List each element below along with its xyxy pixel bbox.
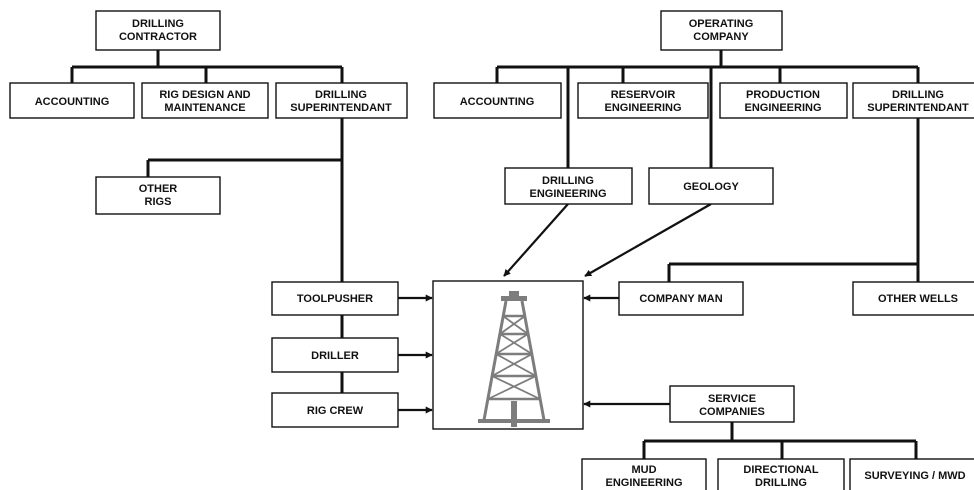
arrow-drilling-engineering-to-rig xyxy=(503,203,569,277)
svg-text:RIG CREW: RIG CREW xyxy=(307,405,364,417)
box-operating-company: OPERATING COMPANY xyxy=(660,10,783,51)
box-reservoir-engineering: RESERVOIR ENGINEERING xyxy=(577,82,709,119)
svg-text:OTHER: OTHER xyxy=(139,183,178,195)
svg-text:DRILLING: DRILLING xyxy=(542,175,594,187)
box-surveying-mwd: SURVEYING / MWD xyxy=(849,458,974,490)
svg-text:ENGINEERING: ENGINEERING xyxy=(529,188,606,200)
svg-text:OPERATING: OPERATING xyxy=(689,18,754,30)
box-toolpusher: TOOLPUSHER xyxy=(271,281,399,316)
box-company-man: COMPANY MAN xyxy=(618,281,744,316)
svg-text:DRILLER: DRILLER xyxy=(311,350,359,362)
connector-lines xyxy=(70,50,920,459)
box-rig-design-maintenance: RIG DESIGN AND MAINTENANCE xyxy=(141,82,269,119)
arrow-geology-to-rig xyxy=(584,203,712,277)
svg-text:ENGINEERING: ENGINEERING xyxy=(605,477,682,489)
svg-text:DRILLING: DRILLING xyxy=(315,89,367,101)
svg-text:RIG DESIGN AND: RIG DESIGN AND xyxy=(159,89,250,101)
svg-text:ENGINEERING: ENGINEERING xyxy=(744,102,821,114)
svg-text:RIGS: RIGS xyxy=(145,196,172,208)
svg-text:PRODUCTION: PRODUCTION xyxy=(746,89,820,101)
svg-text:ENGINEERING: ENGINEERING xyxy=(604,102,681,114)
svg-text:CONTRACTOR: CONTRACTOR xyxy=(119,31,197,43)
box-contractor-accounting: ACCOUNTING xyxy=(9,82,135,119)
drilling-rig-box xyxy=(432,280,584,430)
svg-text:DRILLING: DRILLING xyxy=(132,18,184,30)
box-drilling-engineering: DRILLING ENGINEERING xyxy=(504,167,633,205)
box-driller: DRILLER xyxy=(271,337,399,373)
svg-text:GEOLOGY: GEOLOGY xyxy=(683,181,739,193)
box-production-engineering: PRODUCTION ENGINEERING xyxy=(719,82,848,119)
box-other-wells: OTHER WELLS xyxy=(852,281,974,316)
svg-text:ACCOUNTING: ACCOUNTING xyxy=(35,96,110,108)
svg-text:TOOLPUSHER: TOOLPUSHER xyxy=(297,293,373,305)
svg-text:DIRECTIONAL: DIRECTIONAL xyxy=(743,464,818,476)
box-service-companies: SERVICE COMPANIES xyxy=(669,385,795,423)
svg-text:DRILLING: DRILLING xyxy=(892,89,944,101)
svg-text:MUD: MUD xyxy=(631,464,656,476)
svg-text:COMPANY: COMPANY xyxy=(693,31,749,43)
svg-text:OTHER WELLS: OTHER WELLS xyxy=(878,293,958,305)
box-drilling-contractor: DRILLING CONTRACTOR xyxy=(95,10,221,51)
box-other-rigs: OTHER RIGS xyxy=(95,176,221,215)
oil-derrick-icon xyxy=(478,291,550,427)
box-geology: GEOLOGY xyxy=(648,167,774,205)
svg-text:SERVICE: SERVICE xyxy=(708,393,756,405)
svg-text:SUPERINTENDANT: SUPERINTENDANT xyxy=(290,102,392,114)
box-mud-engineering: MUD ENGINEERING xyxy=(581,458,707,490)
svg-text:SUPERINTENDANT: SUPERINTENDANT xyxy=(867,102,969,114)
svg-text:DRILLING: DRILLING xyxy=(755,477,807,489)
box-operator-drilling-superintendant: DRILLING SUPERINTENDANT xyxy=(852,82,974,119)
influence-arrows xyxy=(398,203,712,414)
svg-text:MAINTENANCE: MAINTENANCE xyxy=(164,102,245,114)
box-contractor-drilling-superintendant: DRILLING SUPERINTENDANT xyxy=(275,82,408,119)
svg-text:ACCOUNTING: ACCOUNTING xyxy=(460,96,535,108)
box-rig-crew: RIG CREW xyxy=(271,392,399,428)
box-directional-drilling: DIRECTIONAL DRILLING xyxy=(717,458,845,490)
svg-text:SURVEYING / MWD: SURVEYING / MWD xyxy=(864,470,965,482)
svg-text:COMPANIES: COMPANIES xyxy=(699,406,765,418)
box-operator-accounting: ACCOUNTING xyxy=(433,82,562,119)
svg-text:COMPANY MAN: COMPANY MAN xyxy=(639,293,722,305)
svg-text:RESERVOIR: RESERVOIR xyxy=(611,89,676,101)
